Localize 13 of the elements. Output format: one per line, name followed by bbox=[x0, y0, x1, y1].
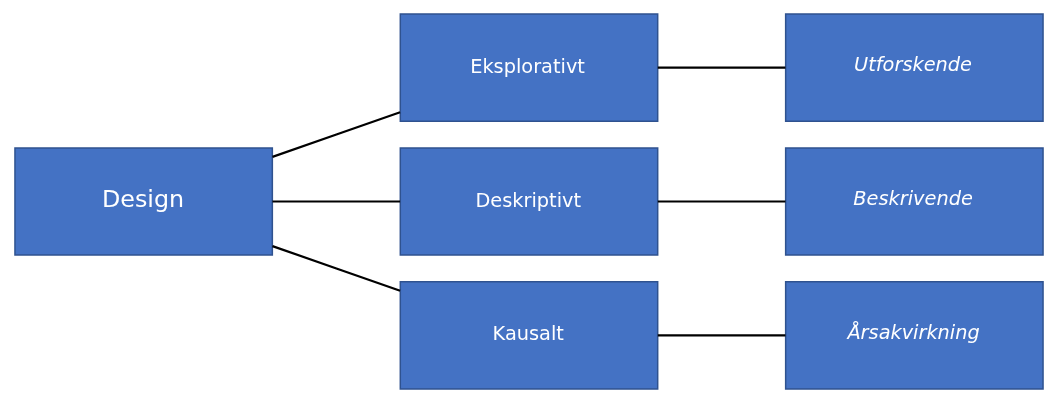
node-box: Deskriptivt bbox=[399, 147, 659, 256]
connector bbox=[657, 200, 786, 203]
node-box: Utforskende bbox=[784, 13, 1044, 122]
connector bbox=[657, 334, 786, 337]
node-box: Beskrivende bbox=[784, 147, 1044, 256]
connector bbox=[657, 66, 786, 69]
node-box: Eksplorativt bbox=[399, 13, 659, 122]
node-box: Design bbox=[14, 147, 274, 256]
connector bbox=[272, 111, 401, 158]
node-box: Årsakvirkning bbox=[784, 281, 1044, 390]
node-box: Kausalt bbox=[399, 281, 659, 390]
connector bbox=[272, 200, 401, 203]
connector bbox=[272, 245, 401, 292]
